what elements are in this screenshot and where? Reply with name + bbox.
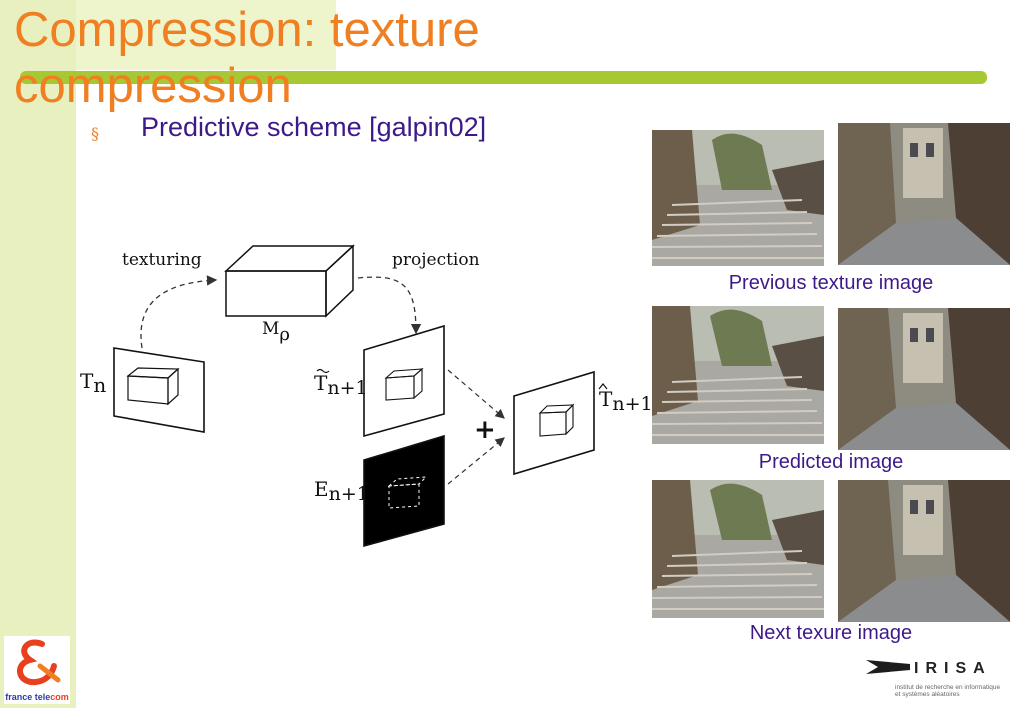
top-side-band: [76, 0, 336, 70]
plus-symbol: +: [474, 415, 496, 445]
reconstructed-texture-plane: [513, 370, 595, 476]
reconstructed-texture-symbol: Tn+1: [599, 387, 650, 415]
tn-symbol: Tn: [80, 369, 106, 397]
france-telecom-logo: france telecom: [4, 636, 70, 704]
slide-title: Compression: texture compression: [14, 3, 480, 113]
texturing-arrow: [140, 275, 218, 349]
predictive-scheme-diagram: texturing projection Mρ Tn Tn+1: [80, 244, 650, 548]
irisa-subtitle: institut de recherche en informatique et…: [895, 684, 1001, 698]
irisa-wordmark: IRISA: [914, 660, 992, 677]
ampersand-logo-icon: [17, 639, 61, 686]
caption-predicted: Predicted image: [758, 451, 904, 473]
left-side-band: [0, 0, 76, 708]
texturing-label: texturing: [122, 250, 202, 270]
bullet-text: Predictive scheme [galpin02]: [141, 112, 487, 142]
irisa-logo: IRISA institut de recherche en informati…: [864, 654, 1023, 708]
next-stairs-photo: [652, 480, 824, 618]
caption-next-texture: Next texure image: [749, 622, 913, 644]
predicted-to-sum-arrow: [447, 369, 505, 419]
predicted-texture-symbol: Tn+1: [314, 371, 368, 399]
projection-arrow: [357, 276, 422, 335]
irisa-arrow-icon: [866, 660, 910, 674]
model-box: [224, 244, 355, 318]
predicted-stairs-photo: [652, 306, 824, 444]
title-underline: [20, 71, 987, 84]
previous-stairs-photo: [652, 130, 824, 266]
bullet-marker: §: [91, 124, 99, 143]
model-symbol: Mρ: [262, 319, 290, 345]
error-symbol: En+1: [314, 477, 369, 505]
predicted-texture-plane: [363, 324, 445, 438]
error-to-sum-arrow: [447, 437, 505, 485]
france-telecom-wordmark: france telecom: [5, 692, 69, 702]
predicted-street-photo: [838, 308, 1010, 450]
error-image-plane: [363, 434, 445, 548]
previous-street-photo: [838, 123, 1010, 265]
projection-label: projection: [392, 250, 480, 270]
tn-plane: [113, 347, 205, 433]
next-street-photo: [838, 480, 1010, 622]
caption-previous-texture: Previous texture image: [728, 272, 934, 294]
